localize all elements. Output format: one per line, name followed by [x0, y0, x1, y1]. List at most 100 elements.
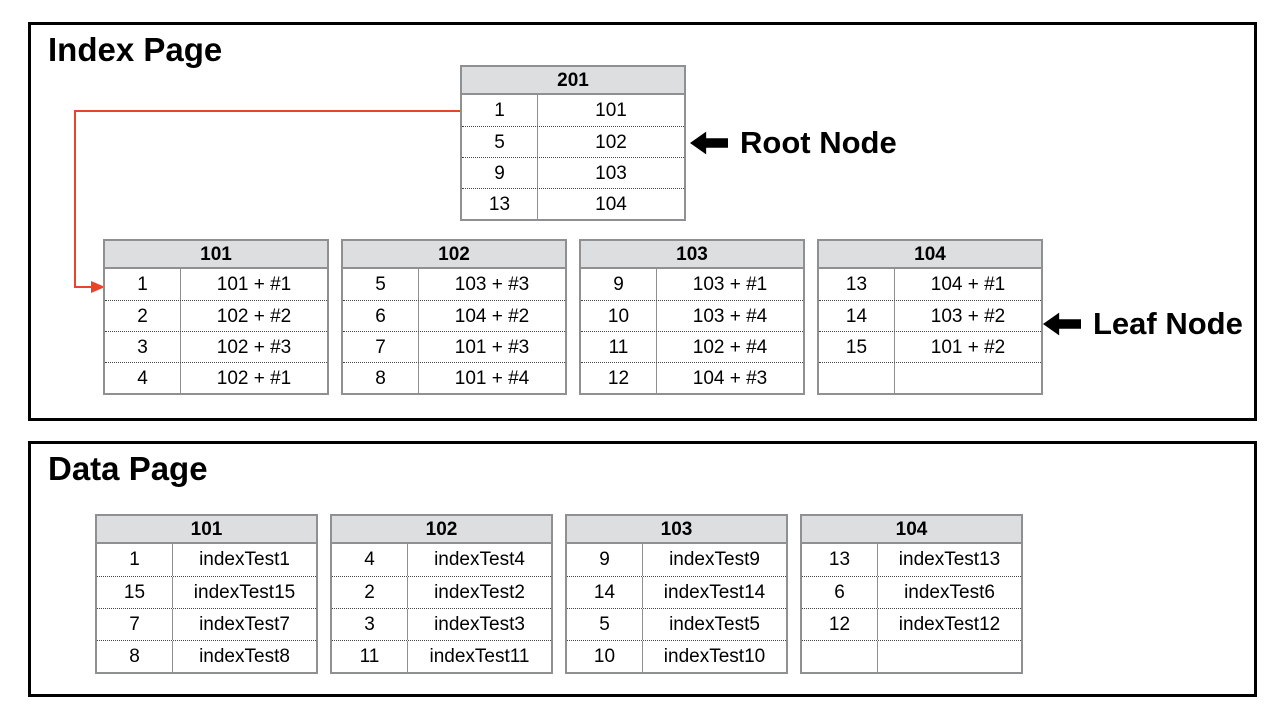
- key-cell: 13: [462, 189, 538, 219]
- key-cell: 5: [567, 609, 643, 640]
- table-row: 6 104 + #2: [343, 300, 565, 331]
- table-row: 5 indexTest5: [567, 608, 786, 640]
- value-cell: indexTest13: [898, 549, 1001, 570]
- key-cell: 12: [802, 609, 878, 640]
- table-row: 2 indexTest2: [332, 576, 551, 608]
- table-row: 13 104 + #1: [819, 269, 1041, 300]
- table-header: 102: [343, 241, 565, 269]
- value-cell: indexTest1: [199, 549, 290, 570]
- key-cell: 13: [819, 269, 895, 300]
- root-node-label: Root Node: [740, 125, 897, 160]
- table-header: 103: [567, 516, 786, 544]
- table-header: 101: [97, 516, 316, 544]
- table-row: [802, 640, 1021, 672]
- key-cell: 9: [567, 544, 643, 576]
- key-cell: 6: [343, 301, 419, 331]
- key-cell: 10: [567, 641, 643, 672]
- table-row: 10 103 + #4: [581, 300, 803, 331]
- value-cell: indexTest7: [199, 614, 290, 635]
- key-cell: 5: [343, 269, 419, 300]
- key-cell: 7: [97, 609, 173, 640]
- value-cell: 103 + #4: [692, 306, 768, 327]
- value-cell: 101 + #3: [454, 337, 530, 358]
- data-page-title: Data Page: [48, 450, 208, 487]
- key-cell: 13: [802, 544, 878, 576]
- key-cell: 15: [819, 332, 895, 362]
- key-cell: 1: [462, 95, 538, 126]
- key-cell: 11: [332, 641, 408, 672]
- key-cell: 9: [462, 158, 538, 188]
- left-arrow-icon: [690, 131, 728, 155]
- key-cell: 8: [343, 363, 419, 393]
- table-row: 15 indexTest15: [97, 576, 316, 608]
- key-cell: 5: [462, 127, 538, 157]
- table-row: 6 indexTest6: [802, 576, 1021, 608]
- table-header: 103: [581, 241, 803, 269]
- value-cell: 103 + #2: [930, 306, 1006, 327]
- value-cell: indexTest6: [904, 582, 995, 603]
- key-cell: 1: [97, 544, 173, 576]
- table-row: 13 104: [462, 188, 684, 219]
- value-cell: indexTest11: [429, 646, 530, 667]
- value-cell: indexTest4: [434, 549, 525, 570]
- value-cell: 104 + #2: [454, 306, 530, 327]
- value-cell: 104 + #1: [930, 274, 1006, 295]
- root-node-annotation: Root Node: [690, 125, 897, 161]
- value-cell: [895, 363, 1041, 393]
- left-arrow-icon: [1043, 312, 1081, 336]
- key-cell: 3: [332, 609, 408, 640]
- index-page-title: Index Page: [48, 31, 223, 68]
- value-cell: 102 + #4: [692, 337, 768, 358]
- key-cell: 11: [581, 332, 657, 362]
- key-cell: 3: [105, 332, 181, 362]
- table-row: 5 102: [462, 126, 684, 157]
- value-cell: 104: [595, 194, 627, 215]
- key-cell: 10: [581, 301, 657, 331]
- table-row: 1 indexTest1: [97, 544, 316, 576]
- value-cell: 103 + #3: [454, 274, 530, 295]
- table-row: 13 indexTest13: [802, 544, 1021, 576]
- value-cell: indexTest3: [434, 614, 525, 635]
- value-cell: indexTest2: [434, 582, 525, 603]
- table-header: 101: [105, 241, 327, 269]
- key-cell: 15: [97, 577, 173, 608]
- table-row: [819, 362, 1041, 393]
- table-row: 7 101 + #3: [343, 331, 565, 362]
- table-row: 14 103 + #2: [819, 300, 1041, 331]
- key-cell: 7: [343, 332, 419, 362]
- key-cell: 8: [97, 641, 173, 672]
- value-cell: indexTest12: [898, 614, 1001, 635]
- key-cell: 4: [105, 363, 181, 393]
- table-row: 7 indexTest7: [97, 608, 316, 640]
- value-cell: indexTest10: [663, 646, 766, 667]
- key-cell: [819, 363, 895, 393]
- key-cell: 14: [819, 301, 895, 331]
- key-cell: 2: [332, 577, 408, 608]
- value-cell: indexTest5: [669, 614, 760, 635]
- key-cell: 6: [802, 577, 878, 608]
- value-cell: 102: [595, 132, 627, 153]
- key-cell: 12: [581, 363, 657, 393]
- key-cell: 2: [105, 301, 181, 331]
- value-cell: indexTest15: [193, 582, 296, 603]
- key-cell: 14: [567, 577, 643, 608]
- value-cell: indexTest9: [669, 549, 760, 570]
